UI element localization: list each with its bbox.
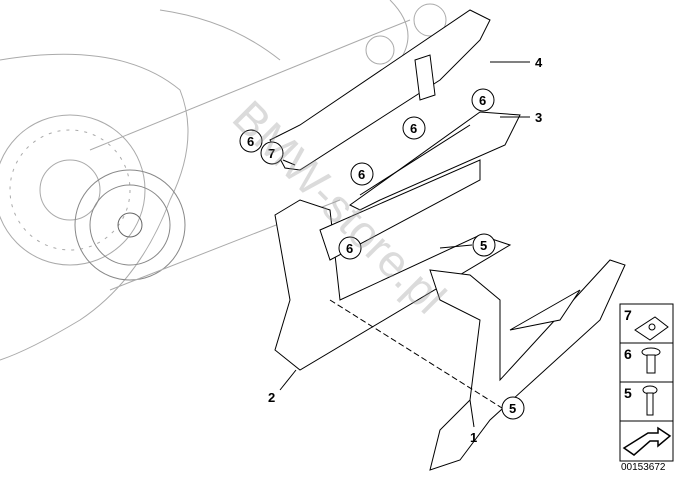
callout-3: 3	[535, 110, 542, 125]
chain-guard-part-4	[269, 9, 491, 171]
callout-6: 6	[247, 134, 254, 149]
countersunk-screw-icon	[641, 347, 661, 374]
motorcycle-background	[0, 0, 447, 361]
callout-6: 6	[358, 167, 365, 182]
legend-number-6: 6	[624, 346, 632, 362]
callout-7: 7	[268, 146, 275, 161]
legend-number-5: 5	[624, 385, 632, 401]
legend-box	[619, 303, 674, 462]
callout-5: 5	[480, 238, 487, 253]
callout-6: 6	[410, 121, 417, 136]
callout-2: 2	[268, 390, 275, 405]
diagram-id: 00153672	[621, 462, 666, 473]
callout-1: 1	[470, 430, 477, 445]
pan-head-screw-icon	[642, 385, 658, 416]
callout-circles	[239, 88, 525, 420]
callout-6: 6	[479, 93, 486, 108]
legend-number-7: 7	[624, 307, 632, 323]
callout-4: 4	[535, 55, 543, 70]
bracket-part-3	[349, 111, 521, 211]
cover-part-2	[274, 159, 512, 371]
clip-nut-icon	[634, 316, 669, 341]
cover-part-1	[429, 259, 626, 471]
leader-lines	[279, 61, 530, 428]
callout-6: 6	[346, 241, 353, 256]
callout-5: 5	[509, 401, 516, 416]
arrow-icon	[622, 426, 672, 456]
